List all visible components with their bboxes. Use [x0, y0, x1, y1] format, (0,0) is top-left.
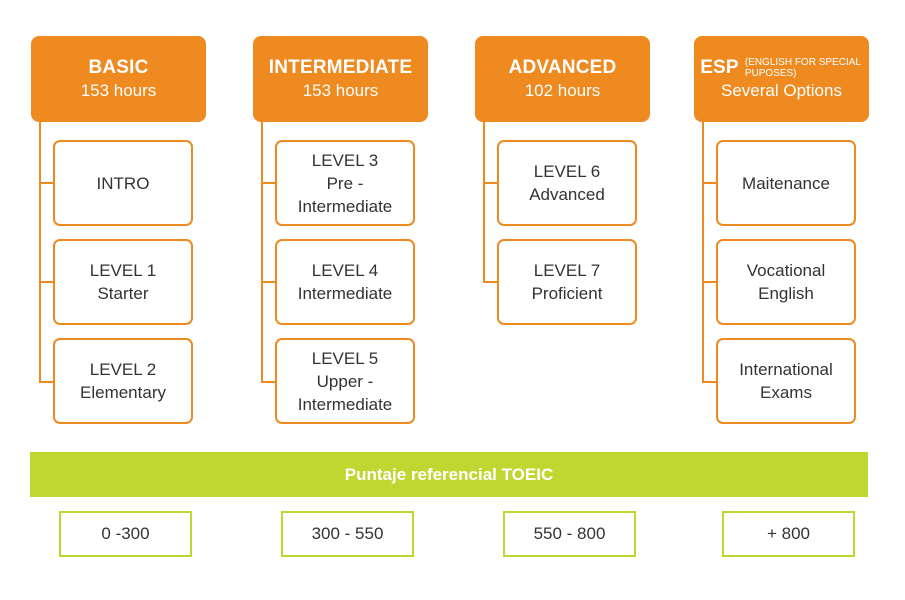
connector-branch — [483, 182, 497, 184]
column-esp: ESP (ENGLISH FOR SPECIAL PUPOSES) Severa… — [694, 36, 869, 436]
column-advanced: ADVANCED 102 hours LEVEL 6 Advanced LEVE… — [475, 36, 650, 436]
header-advanced: ADVANCED 102 hours — [475, 36, 650, 122]
connector-branch — [261, 381, 275, 383]
connector-branch — [483, 281, 497, 283]
header-title: BASIC — [88, 57, 149, 78]
header-subtitle: Several Options — [721, 81, 842, 100]
level-box-level-3: LEVEL 3 Pre - Intermediate — [275, 140, 415, 226]
connector-branch — [261, 281, 275, 283]
level-box-level-1: LEVEL 1 Starter — [53, 239, 193, 325]
connector-branch — [702, 381, 716, 383]
score-box: 300 - 550 — [281, 511, 414, 557]
header-note: (ENGLISH FOR SPECIAL PUPOSES) — [744, 57, 861, 79]
connector-line — [702, 122, 704, 382]
connector-branch — [39, 281, 53, 283]
header-hours: 153 hours — [80, 81, 157, 100]
header-hours: 153 hours — [302, 81, 379, 100]
option-box-international-exams: International Exams — [716, 338, 856, 424]
column-basic: BASIC 153 hours INTRO LEVEL 1 Starter LE… — [31, 36, 206, 436]
option-box-maitenance: Maitenance — [716, 140, 856, 226]
level-box-level-4: LEVEL 4 Intermediate — [275, 239, 415, 325]
header-title: ADVANCED — [508, 57, 617, 78]
connector-branch — [702, 281, 716, 283]
level-box-intro: INTRO — [53, 140, 193, 226]
level-box-level-2: LEVEL 2 Elementary — [53, 338, 193, 424]
level-box-level-5: LEVEL 5 Upper - Intermediate — [275, 338, 415, 424]
score-box: 0 -300 — [59, 511, 192, 557]
header-basic: BASIC 153 hours — [31, 36, 206, 122]
level-box-level-7: LEVEL 7 Proficient — [497, 239, 637, 325]
connector-branch — [39, 182, 53, 184]
connector-branch — [261, 182, 275, 184]
connector-branch — [39, 381, 53, 383]
connector-line — [261, 122, 263, 382]
score-box: + 800 — [722, 511, 855, 557]
header-intermediate: INTERMEDIATE 153 hours — [253, 36, 428, 122]
connector-branch — [702, 182, 716, 184]
header-title-row: ESP (ENGLISH FOR SPECIAL PUPOSES) — [700, 56, 863, 80]
connector-line — [483, 122, 485, 282]
header-hours: 102 hours — [524, 81, 601, 100]
level-box-level-6: LEVEL 6 Advanced — [497, 140, 637, 226]
toeic-banner: Puntaje referencial TOEIC — [30, 452, 868, 497]
header-title: INTERMEDIATE — [268, 57, 413, 78]
header-title: ESP — [700, 57, 739, 78]
option-box-vocational-english: Vocational English — [716, 239, 856, 325]
column-intermediate: INTERMEDIATE 153 hours LEVEL 3 Pre - Int… — [253, 36, 428, 436]
connector-line — [39, 122, 41, 382]
header-esp: ESP (ENGLISH FOR SPECIAL PUPOSES) Severa… — [694, 36, 869, 122]
score-box: 550 - 800 — [503, 511, 636, 557]
